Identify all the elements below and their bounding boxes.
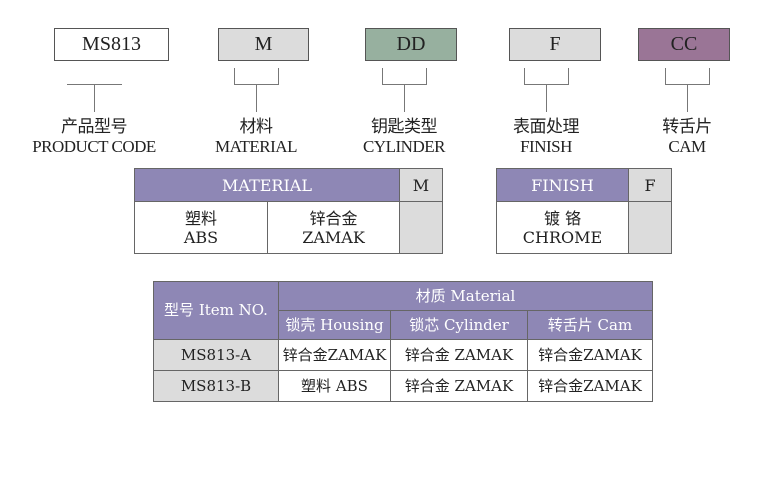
cam-code-box: CC	[638, 28, 730, 61]
item-header: 型号 Item NO.	[153, 281, 279, 340]
material-code: M	[399, 168, 443, 202]
table-row-item: MS813-B	[153, 370, 279, 402]
column-header-cam: 转舌片 Cam	[527, 310, 653, 340]
column-header-housing: 锁壳 Housing	[278, 310, 391, 340]
table-cell: 锌合金 ZAMAK	[390, 370, 528, 402]
table-cell: 锌合金ZAMAK	[278, 339, 391, 371]
table-row-item: MS813-A	[153, 339, 279, 371]
finish-code: F	[628, 168, 672, 202]
material-header: MATERIAL	[134, 168, 400, 202]
material-group-header: 材质 Material	[278, 281, 653, 311]
material-blank-cell	[399, 201, 443, 254]
cylinder-code-box: DD	[365, 28, 457, 61]
table-cell: 塑料 ABS	[278, 370, 391, 402]
finish-blank-cell	[628, 201, 672, 254]
material-code-box: M	[218, 28, 309, 61]
product-code-box: MS813	[54, 28, 169, 61]
finish-code-box: F	[509, 28, 601, 61]
table-cell: 锌合金 ZAMAK	[390, 339, 528, 371]
column-header-cylinder: 锁芯 Cylinder	[390, 310, 528, 340]
finish-header: FINISH	[496, 168, 629, 202]
table-cell: 锌合金ZAMAK	[527, 339, 653, 371]
table-cell: 锌合金ZAMAK	[527, 370, 653, 402]
